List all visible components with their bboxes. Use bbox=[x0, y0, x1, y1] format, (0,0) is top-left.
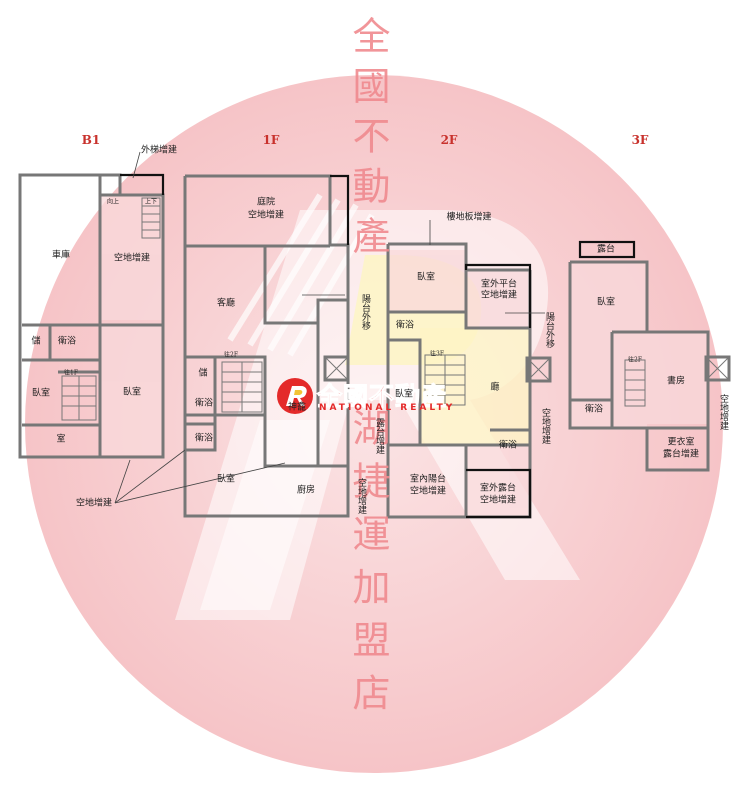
f2-terrace-outline bbox=[466, 468, 532, 519]
f3-terrace-outline bbox=[578, 240, 636, 259]
b1-stairs bbox=[61, 197, 161, 421]
f1-label-vacant-right: 空地增建 bbox=[356, 478, 366, 514]
floor-title-b1: B1 bbox=[81, 133, 101, 147]
f3-label-vacant-right: 空地增建 bbox=[718, 394, 728, 430]
f2-label-outdoor-terrace-add: 空地增建 bbox=[479, 495, 517, 506]
f2-label-outdoor-platform-add: 空地增建 bbox=[480, 290, 518, 301]
f1-label-kitchen: 廚房 bbox=[296, 485, 316, 496]
b1-stair-outline bbox=[120, 173, 165, 195]
f2-label-balcony: 陽台外移 bbox=[544, 312, 554, 348]
leader-lines bbox=[114, 151, 545, 504]
logo-subtitle: NATIONAL REALTY bbox=[319, 403, 456, 413]
f1-label-stair: 往2F bbox=[224, 351, 238, 359]
f3-label-closet-add: 露台增建 bbox=[662, 449, 700, 460]
f3-label-stair: 往2F bbox=[628, 356, 642, 364]
b1-label-up-small: 上下 bbox=[144, 198, 158, 206]
brand-vertical-bottom: 湖捷運加盟店 bbox=[346, 408, 390, 726]
f1-label-terrace: 露台增建 bbox=[374, 418, 384, 454]
f2-label-bedroom-mid: 臥室 bbox=[394, 389, 414, 400]
b1-label-ext-stair: 外梯增建 bbox=[140, 145, 178, 156]
air-shafts bbox=[324, 356, 730, 382]
b1-label-vacant-add: 空地增建 bbox=[113, 253, 151, 264]
floor-title-3f: 3F bbox=[631, 133, 649, 147]
f3-walls bbox=[568, 260, 731, 472]
b1-label-bath: 衛浴 bbox=[57, 336, 77, 347]
floor-title-1f: 1F bbox=[262, 133, 280, 147]
f1-label-shrine: 神龕 bbox=[287, 402, 307, 413]
f2-label-bath: 衛浴 bbox=[395, 320, 415, 331]
f1-label-bath2: 衛浴 bbox=[194, 433, 214, 444]
f3-label-terrace: 露台 bbox=[596, 244, 616, 255]
f3-label-closet: 更衣室 bbox=[667, 437, 695, 448]
f2-label-vacant-right: 空地增建 bbox=[540, 408, 550, 444]
f3-stairs bbox=[624, 359, 646, 407]
brand-logo: 全國不動產 NATIONAL REALTY bbox=[275, 376, 485, 416]
f2-label-hall: 廳 bbox=[490, 382, 500, 393]
b1-label-garage: 車庫 bbox=[51, 250, 71, 261]
brand-vertical-top: 全國不動產 bbox=[346, 16, 390, 266]
f1-walls bbox=[183, 174, 350, 518]
b1-label-stair: 往1F bbox=[64, 369, 78, 377]
f2-label-floor-slab: 樓地板增建 bbox=[446, 212, 492, 223]
f2-label-bedroom-top: 臥室 bbox=[416, 272, 436, 283]
f2-label-bath2: 衛浴 bbox=[498, 440, 518, 451]
logo-icon bbox=[277, 378, 313, 414]
f1-label-storage: 儲 bbox=[198, 368, 208, 379]
b1-label-bedroom-right: 臥室 bbox=[122, 387, 142, 398]
f1-label-bedroom: 臥室 bbox=[216, 474, 236, 485]
f3-label-bath: 衛浴 bbox=[584, 404, 604, 415]
b1-walls bbox=[18, 173, 165, 459]
f2-stairs bbox=[424, 354, 466, 406]
f1-label-bath1: 衛浴 bbox=[194, 398, 214, 409]
b1-label-bedroom-left: 臥室 bbox=[31, 388, 51, 399]
logo-name: 全國不動產 bbox=[316, 382, 448, 412]
f3-label-study: 書房 bbox=[666, 376, 686, 387]
f1-label-living: 客廳 bbox=[216, 298, 236, 309]
f3-label-bedroom: 臥室 bbox=[596, 297, 616, 308]
f2-walls bbox=[386, 242, 552, 519]
f2-platform-outline bbox=[464, 263, 532, 328]
b1-label-room: 室 bbox=[56, 434, 66, 445]
f2-label-indoor-balcony-add: 空地增建 bbox=[409, 486, 447, 497]
f1-stairs bbox=[221, 361, 263, 413]
f1-label-courtyard-add: 空地增建 bbox=[247, 210, 285, 221]
f1-label-balcony: 陽台外移 bbox=[360, 294, 370, 330]
f2-label-stair: 往3F bbox=[430, 350, 444, 358]
label-bottom-vacant-add: 空地增建 bbox=[75, 498, 113, 509]
f1-courtyard-outline bbox=[330, 174, 350, 245]
f2-label-outdoor-platform: 室外平台 bbox=[480, 279, 518, 290]
b1-label-storage: 儲 bbox=[31, 336, 41, 347]
floor-title-2f: 2F bbox=[440, 133, 458, 147]
f2-label-outdoor-terrace: 室外露台 bbox=[479, 483, 517, 494]
b1-label-up: 向上 bbox=[106, 198, 120, 206]
f1-label-courtyard: 庭院 bbox=[256, 197, 276, 208]
f2-label-indoor-balcony: 室內陽台 bbox=[409, 474, 447, 485]
